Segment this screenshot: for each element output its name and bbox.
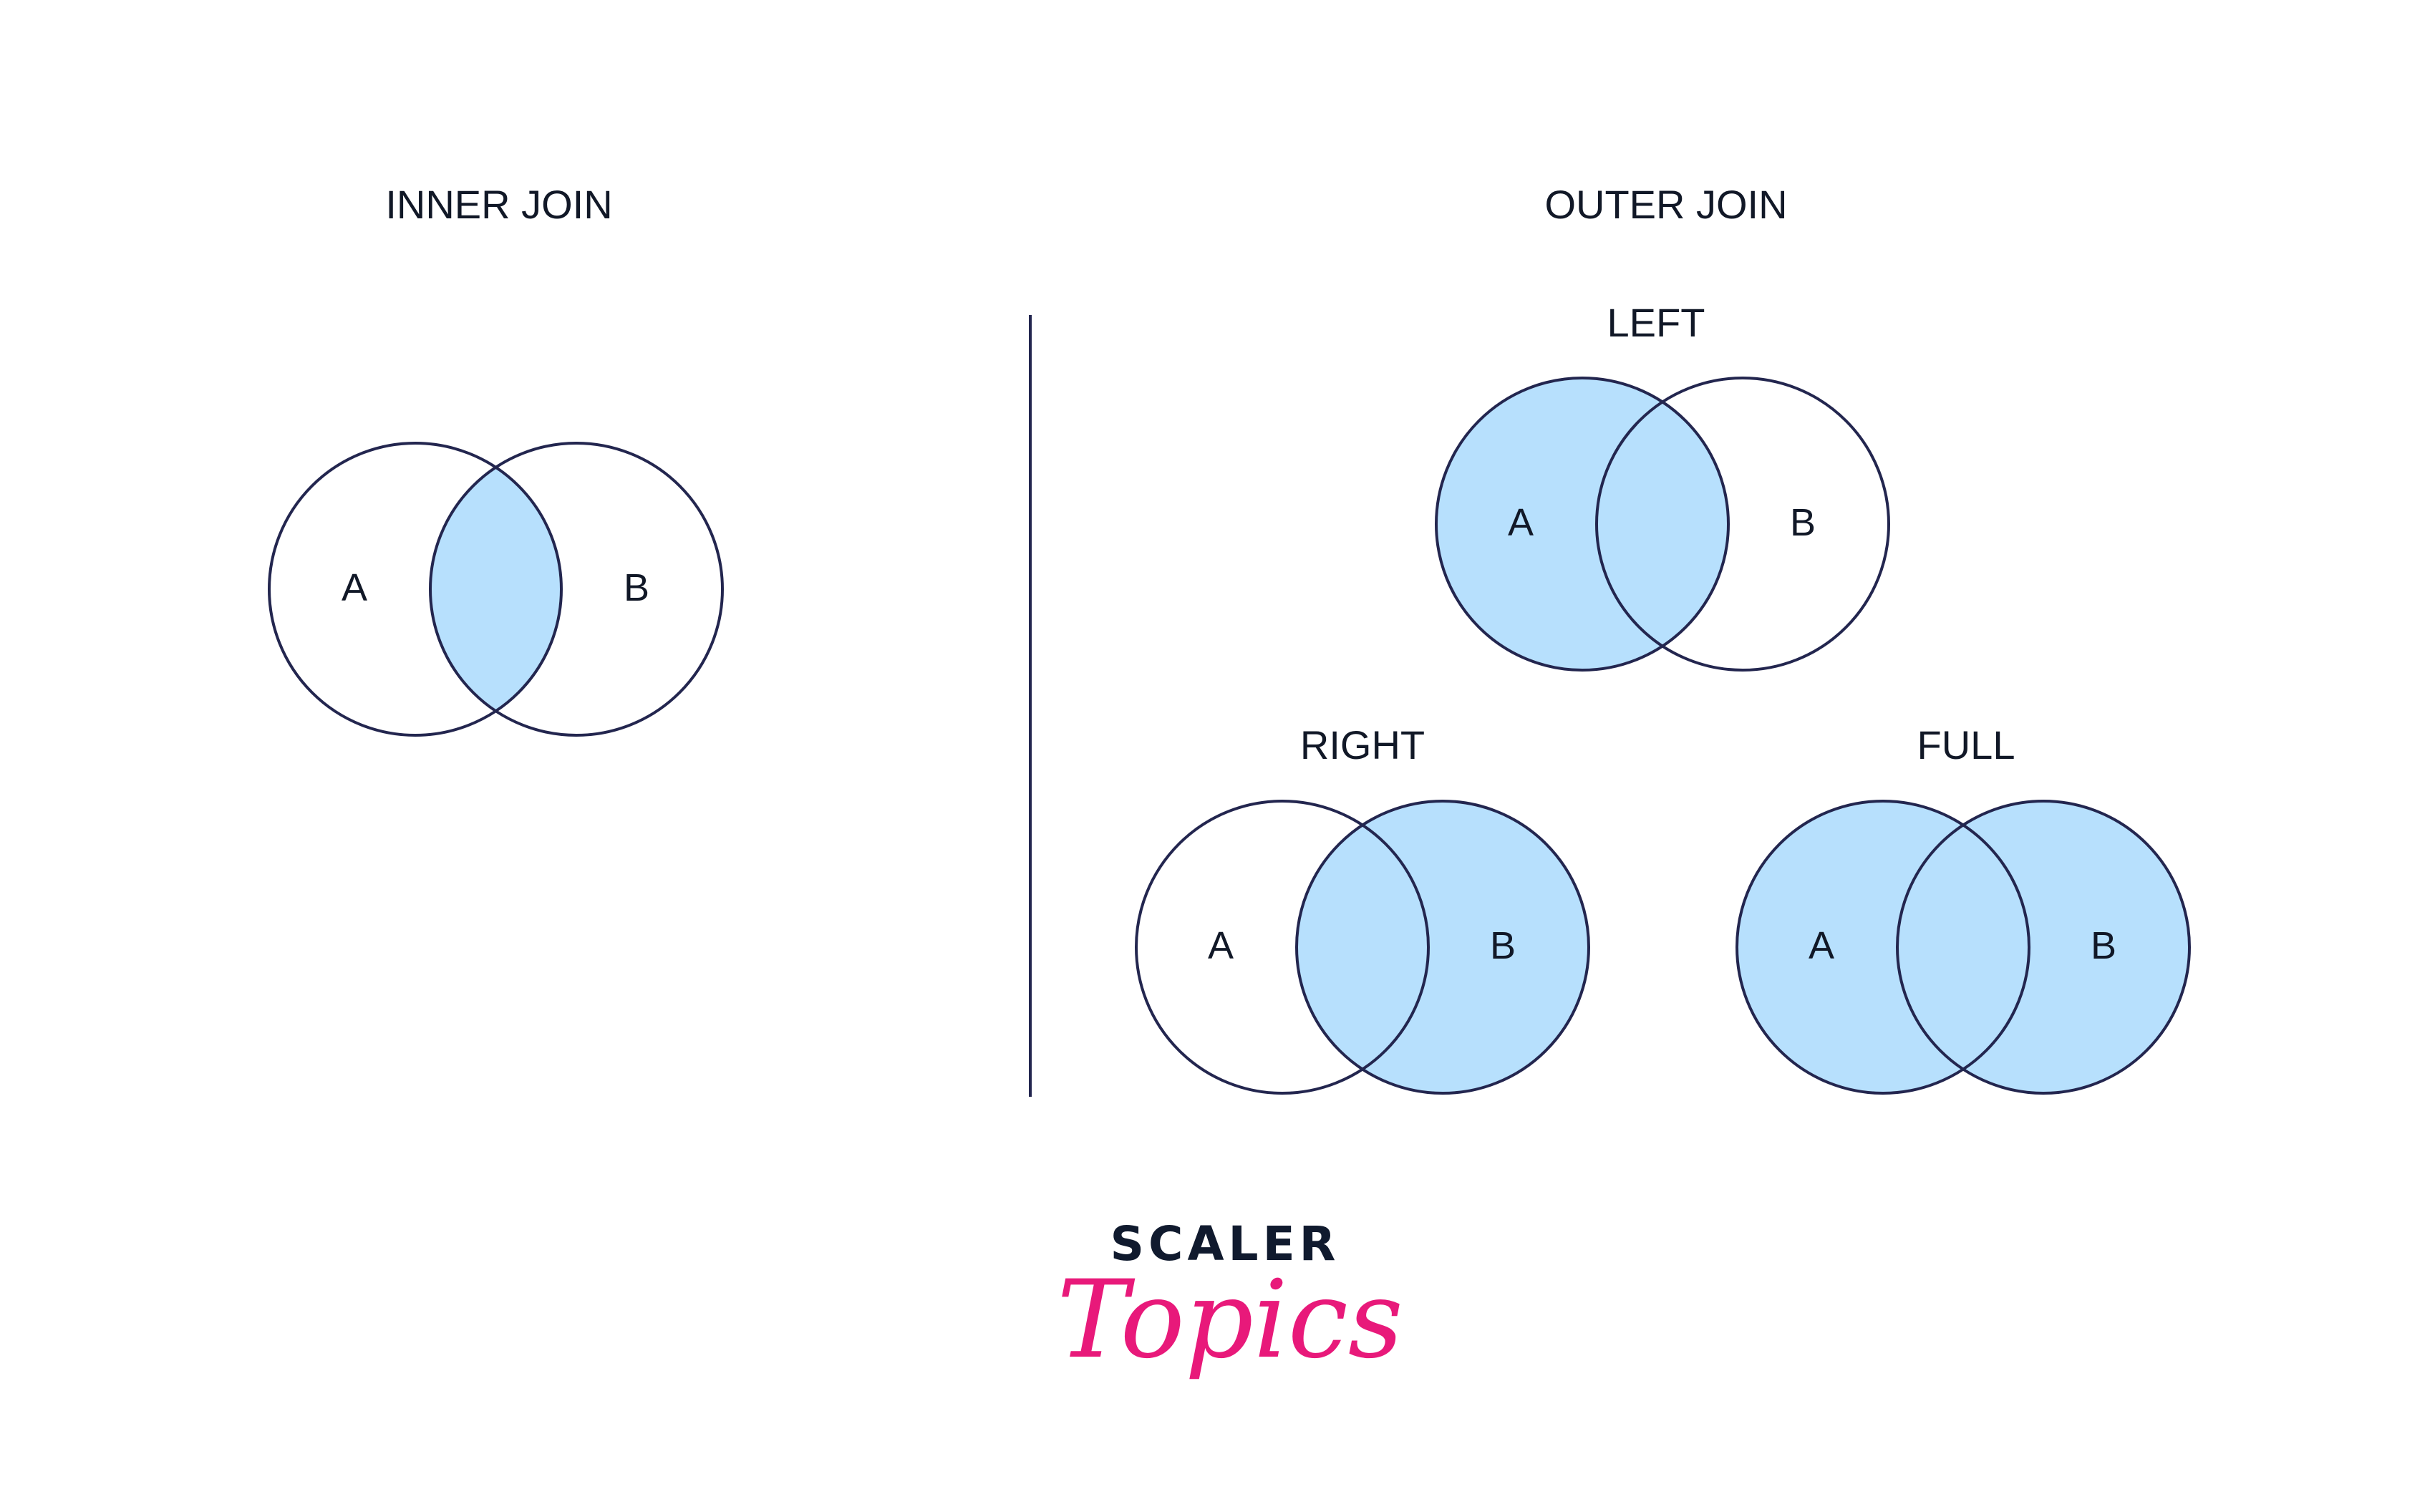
inner-join-title: INNER JOIN	[385, 182, 612, 227]
right-set-b-fill	[1297, 801, 1589, 1093]
left-set-a-fill	[1436, 378, 1728, 670]
inner-intersection-fill	[430, 443, 561, 735]
left-set-b-label: B	[1790, 501, 1816, 544]
right-join-title: RIGHT	[1300, 722, 1425, 767]
left-join-title: LEFT	[1607, 300, 1705, 345]
full-set-b-label: B	[2091, 924, 2116, 967]
full-set-b-circle	[1896, 800, 2191, 1095]
left-set-b-circle	[1595, 377, 1890, 672]
right-join-venn: A B	[1135, 800, 1590, 1095]
left-set-a-label: A	[1508, 501, 1534, 544]
right-set-a-circle	[1135, 800, 1430, 1095]
right-set-b-label: B	[1490, 924, 1516, 967]
left-join-venn: A B	[1435, 377, 1890, 672]
outer-join-title: OUTER JOIN	[1544, 182, 1787, 227]
inner-join-venn: A B	[268, 442, 724, 737]
full-set-a-label: A	[1809, 924, 1834, 967]
logo-wordmark: SCALER	[1110, 1216, 1340, 1271]
right-set-a-label: A	[1208, 924, 1234, 967]
inner-set-b-label: B	[624, 566, 649, 609]
full-set-a-circle	[1736, 800, 2030, 1095]
full-join-title: FULL	[1917, 722, 2015, 767]
right-set-b-circle	[1295, 800, 1590, 1095]
full-set-b-fill	[1897, 801, 2189, 1093]
inner-set-a-circle	[268, 442, 563, 737]
full-join-venn: A B	[1736, 800, 2191, 1095]
inner-set-a-label: A	[342, 566, 367, 609]
left-set-a-circle	[1435, 377, 1730, 672]
logo-script-text: Topics	[1057, 1258, 1403, 1382]
scaler-topics-logo: SCALER Topics	[1057, 1216, 1403, 1382]
inner-set-b-circle	[429, 442, 724, 737]
